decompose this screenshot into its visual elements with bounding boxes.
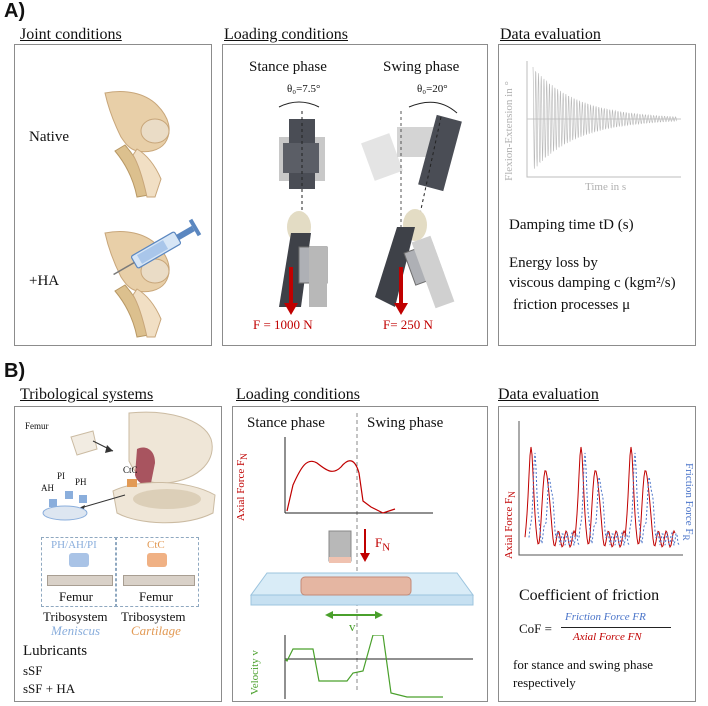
box2-top-label: CtC — [147, 539, 165, 551]
damping-axes — [526, 61, 681, 178]
box1-femur-label: Femur — [59, 589, 93, 604]
damping-curve — [532, 66, 678, 169]
stance-rig-image — [278, 101, 328, 315]
loading-conditions-panel-a: Stance phase Swing phase θ₀=7.5° θ₀=20° … — [222, 44, 488, 346]
meniscus-tribosystem-box — [41, 537, 117, 607]
loading-conditions-panel-b: Stance phase Swing phase Axial Force FN … — [232, 406, 488, 702]
normal-force-arrow — [360, 529, 370, 562]
energy-loss-text: Energy loss by — [509, 255, 598, 271]
meniscus-specimen — [69, 553, 89, 567]
data-evaluation-heading-a: Data evaluation — [500, 26, 601, 43]
tribological-systems-heading: Tribological systems — [20, 386, 154, 403]
specimen-holder-image — [328, 530, 352, 563]
tribosystem2-label: Tribosystem — [121, 609, 186, 624]
ssf-ha-label: sSF + HA — [23, 681, 76, 696]
ah-small-label: AH — [41, 483, 54, 493]
swing-angle-label: θ₀=20° — [417, 83, 448, 95]
syringe-icon — [113, 218, 202, 276]
viscous-damping-text: viscous damping c (kgm²/s) — [509, 275, 676, 291]
ha-label: +HA — [29, 273, 60, 289]
knee-anatomy-image — [42, 411, 216, 524]
cof-note-2: respectively — [513, 675, 576, 690]
native-knee-image — [104, 91, 170, 198]
phase-divider — [356, 413, 358, 691]
damping-chart-xlabel: Time in s — [585, 181, 627, 193]
cartilage-tribosystem-box — [115, 537, 199, 607]
ssf-label: sSF — [23, 663, 43, 678]
cof-lhs: CoF = — [519, 621, 552, 636]
axial-force-ylabel-b2: Axial Force FN — [235, 453, 250, 521]
swing-phase-title-b: Swing phase — [367, 415, 444, 431]
velocity-ylabel: Velocity v — [249, 650, 261, 695]
velocity-v-label: v — [349, 619, 356, 634]
cartilage-specimen — [147, 553, 167, 567]
data-evaluation-panel-a: Flexion-Extension in ° Time in s Damping… — [498, 44, 696, 346]
ctc-small-label: CtC — [123, 465, 138, 475]
cartilage-label: Cartilage — [131, 623, 181, 638]
meniscus-label: Meniscus — [51, 623, 101, 638]
tribological-systems-panel: Femur CtC PI AH PH PH/AH/PI CtC Femur Fe… — [14, 406, 222, 702]
friction-force-ylabel: Friction Force FR — [680, 463, 695, 541]
data-evaluation-panel-b: Axial Force FN Friction Force FR Coeffic… — [498, 406, 696, 702]
native-label: Native — [29, 129, 69, 145]
swing-phase-title-a: Swing phase — [383, 59, 460, 75]
ph-small-label: PH — [75, 477, 87, 487]
friction-processes-text: friction processes μ — [513, 297, 631, 313]
stance-phase-title-a: Stance phase — [249, 59, 327, 75]
lubricants-label: Lubricants — [23, 643, 88, 659]
section-a-label: A) — [4, 0, 26, 22]
stance-phase-title-b: Stance phase — [247, 415, 325, 431]
swing-rig-image — [361, 101, 462, 315]
cof-fraction-bar — [561, 627, 671, 628]
force-cycles-chart — [518, 421, 683, 556]
joint-conditions-heading: Joint conditions — [20, 26, 122, 43]
cof-denominator: Axial Force FN — [573, 631, 642, 643]
cof-title: Coefficient of friction — [519, 587, 660, 604]
fn-label: FN — [375, 535, 391, 554]
damping-time-text: Damping time tD (s) — [509, 217, 634, 233]
axial-force-ylabel-b3: Axial Force FN — [503, 491, 518, 559]
tribosystem1-label: Tribosystem — [43, 609, 108, 624]
axial-force-plot — [284, 437, 433, 514]
cof-note-1: for stance and swing phase — [513, 657, 654, 672]
swing-force-label: F= 250 N — [383, 317, 433, 332]
section-b-label: B) — [4, 360, 26, 382]
box2-femur-label: Femur — [139, 589, 173, 604]
loading-conditions-heading-a: Loading conditions — [224, 26, 348, 43]
damping-chart-ylabel: Flexion-Extension in ° — [502, 81, 515, 181]
joint-conditions-panel: Native +HA — [14, 44, 212, 346]
loading-conditions-heading-b: Loading conditions — [236, 386, 360, 403]
damping-curve-chart — [526, 61, 681, 178]
counterface-image — [250, 572, 474, 619]
data-evaluation-heading-b: Data evaluation — [498, 386, 599, 403]
box1-top-label: PH/AH/PI — [51, 539, 97, 551]
femur-small-label: Femur — [25, 421, 49, 431]
stance-force-label: F = 1000 N — [253, 317, 313, 332]
force-axes — [518, 421, 683, 556]
cof-numerator: Friction Force FR — [565, 611, 646, 623]
femur-plate-2 — [123, 575, 195, 586]
velocity-plot — [284, 635, 473, 699]
pi-small-label: PI — [57, 471, 66, 481]
femur-plate-1 — [47, 575, 113, 586]
stance-angle-label: θ₀=7.5° — [287, 83, 321, 95]
